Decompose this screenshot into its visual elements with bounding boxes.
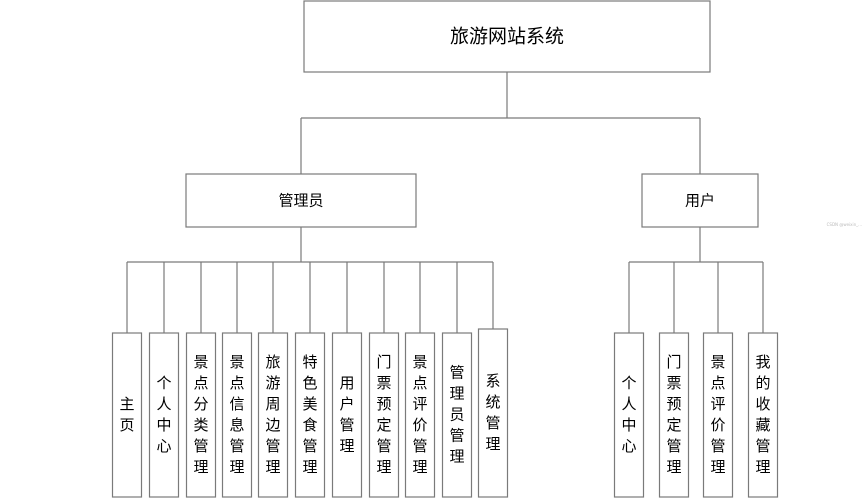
user-leaf-label: 景点评价管理 <box>710 353 725 476</box>
root-label: 旅游网站系统 <box>450 26 564 48</box>
user-leaf-box <box>658 332 690 498</box>
admin-leaf-label: 旅游周边管理 <box>265 353 280 476</box>
admin-label: 管理员 <box>278 192 323 210</box>
watermark: CSDN @weixin_... <box>827 222 862 227</box>
admin-leaf-box <box>185 332 217 498</box>
admin-leaf-label: 特色美食管理 <box>302 353 317 476</box>
user-node: 用户 <box>641 173 759 228</box>
root-node: 旅游网站系统 <box>303 0 711 73</box>
admin-leaf-box <box>148 332 180 498</box>
admin-leaf-label: 主页 <box>119 395 134 434</box>
admin-node: 管理员 <box>185 173 417 228</box>
user-label: 用户 <box>685 192 715 210</box>
admin-leaf-box <box>331 332 363 498</box>
user-leaf-box <box>747 332 779 498</box>
connector-lines <box>127 72 763 263</box>
user-leaf-label: 门票预定管理 <box>666 353 681 476</box>
user-connector <box>629 227 763 263</box>
admin-leaf-box <box>221 332 253 498</box>
admin-leaf-label: 景点分类管理 <box>193 353 208 476</box>
admin-leaf-box <box>404 332 436 498</box>
admin-leaf-box <box>111 332 143 498</box>
admin-leaf-label: 景点信息管理 <box>229 353 244 476</box>
admin-leaf-label: 门票预定管理 <box>376 353 391 476</box>
admin-leaf-label: 用户管理 <box>339 374 354 455</box>
admin-leaf-box <box>441 332 473 498</box>
admin-leaf-box <box>294 332 326 498</box>
admin-leaf-box <box>477 328 509 498</box>
root-connector <box>300 72 701 174</box>
admin-connector <box>127 227 493 263</box>
admin-leaf-label: 系统管理 <box>485 372 500 453</box>
admin-leaf-label: 管理员管理 <box>449 364 464 466</box>
user-leaf-label: 个人中心 <box>621 374 636 455</box>
admin-leaf-box <box>368 332 400 498</box>
user-leaf-box <box>613 332 645 498</box>
leaf-nodes: 主页 个人中心 景点分类管理 景点信息管理 旅游周边管理 特色美食管理 用户管理 门票预定管理… <box>111 262 779 498</box>
user-leaf-box <box>702 332 734 498</box>
user-leaf-label: 我的收藏管理 <box>755 353 770 476</box>
admin-leaf-label: 个人中心 <box>156 374 171 455</box>
admin-leaf-box <box>257 332 289 498</box>
admin-leaf-label: 景点评价管理 <box>412 353 427 476</box>
